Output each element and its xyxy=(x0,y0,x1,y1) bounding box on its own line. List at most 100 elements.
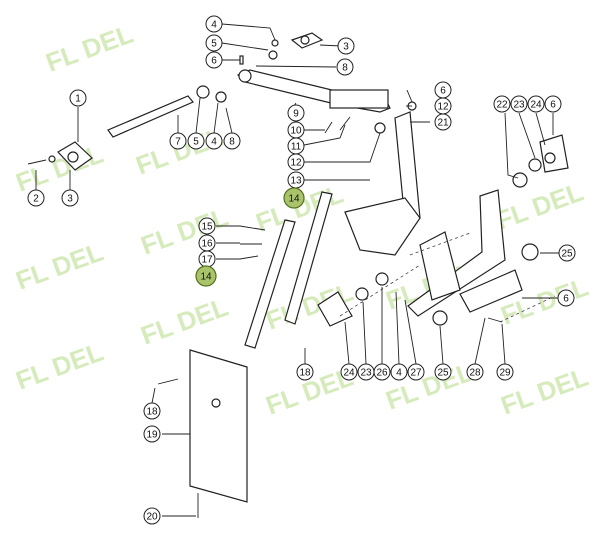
pin-part xyxy=(324,121,333,134)
bushing-part xyxy=(355,287,369,301)
svg-text:8: 8 xyxy=(342,63,348,74)
svg-text:15: 15 xyxy=(201,222,213,233)
nut-part xyxy=(215,91,227,103)
callout: 4 xyxy=(205,15,223,33)
callout: 15 xyxy=(198,217,216,235)
callout-highlighted: 14 xyxy=(195,265,217,287)
svg-text:17: 17 xyxy=(201,255,213,266)
svg-text:6: 6 xyxy=(440,86,446,97)
callout: 9 xyxy=(287,104,305,122)
callout: 3 xyxy=(337,37,355,55)
svg-text:23: 23 xyxy=(360,368,372,379)
svg-text:24: 24 xyxy=(530,100,542,111)
watermark-text: FL DEL xyxy=(12,336,107,395)
svg-text:6: 6 xyxy=(550,100,556,111)
callout: 29 xyxy=(496,363,514,381)
svg-text:11: 11 xyxy=(291,142,302,153)
svg-text:29: 29 xyxy=(499,368,511,379)
assembly-line xyxy=(499,295,556,323)
knife-part xyxy=(284,191,333,325)
svg-text:25: 25 xyxy=(561,249,573,260)
svg-text:4: 4 xyxy=(396,368,402,379)
pin-part xyxy=(339,116,351,131)
callout: 6 xyxy=(434,81,452,99)
callout: 19 xyxy=(143,425,161,443)
callout: 26 xyxy=(373,363,391,381)
callout: 24 xyxy=(340,363,358,381)
svg-text:24: 24 xyxy=(343,368,355,379)
clevis-part xyxy=(329,89,389,109)
tube-part xyxy=(419,231,461,301)
svg-text:20: 20 xyxy=(146,512,158,523)
bracket-plate-part xyxy=(317,291,353,327)
callout: 18 xyxy=(143,402,161,420)
bushing-part xyxy=(521,243,539,261)
callout: 12 xyxy=(287,153,305,171)
svg-text:26: 26 xyxy=(376,368,388,379)
svg-text:14: 14 xyxy=(200,272,212,283)
svg-text:18: 18 xyxy=(146,407,158,418)
mounting-plate-part xyxy=(189,349,248,503)
svg-text:3: 3 xyxy=(343,42,349,53)
svg-text:6: 6 xyxy=(211,56,217,67)
callout: 4 xyxy=(390,363,408,381)
svg-text:16: 16 xyxy=(201,239,213,250)
bolt-part xyxy=(487,317,503,323)
bushing-part xyxy=(374,122,386,134)
callout: 21 xyxy=(434,113,452,131)
watermark-text: FL DEL xyxy=(12,236,107,295)
bearing-hole-part xyxy=(67,151,79,163)
callout: 7 xyxy=(169,132,187,150)
callout: 8 xyxy=(223,132,241,150)
svg-text:23: 23 xyxy=(513,100,525,111)
callout: 23 xyxy=(357,363,375,381)
svg-text:14: 14 xyxy=(288,194,300,205)
callout: 23 xyxy=(510,95,528,113)
svg-text:10: 10 xyxy=(290,126,302,137)
watermark-text: FL DEL xyxy=(42,18,137,77)
callout: 6 xyxy=(544,95,562,113)
washer-part xyxy=(268,50,278,60)
bearing-hole-part xyxy=(544,152,556,164)
watermark-text: FL DEL xyxy=(137,291,232,350)
callouts: 4 5 3 6 8 1 9 10 11 12 6 12 21 7 5 4 8 2… xyxy=(27,15,576,525)
lever-bracket-part xyxy=(344,197,421,256)
watermark-text: FL DEL xyxy=(492,176,587,235)
svg-text:9: 9 xyxy=(293,109,299,120)
assembly-line xyxy=(409,232,471,256)
knife-part xyxy=(244,219,296,349)
svg-text:3: 3 xyxy=(67,194,73,205)
callout-highlighted: 14 xyxy=(283,187,305,209)
watermark-text: FL DEL xyxy=(12,138,107,197)
assembly-line xyxy=(339,264,421,317)
svg-text:25: 25 xyxy=(437,368,449,379)
bolt-part xyxy=(157,378,179,385)
callout: 28 xyxy=(466,363,484,381)
callout: 6 xyxy=(205,51,223,69)
bushing-part xyxy=(300,35,310,45)
svg-text:18: 18 xyxy=(299,368,311,379)
callout: 5 xyxy=(187,132,205,150)
grease-nipple-part xyxy=(239,55,244,65)
callout: 20 xyxy=(143,507,161,525)
bushing-part xyxy=(196,85,210,99)
nut-part xyxy=(271,39,279,47)
callout: 10 xyxy=(287,121,305,139)
leader-lines xyxy=(35,23,559,517)
callout: 11 xyxy=(287,137,305,155)
callout: 1 xyxy=(69,89,87,107)
callout: 25 xyxy=(558,244,576,262)
watermark-text: FL DEL xyxy=(137,201,232,260)
svg-text:28: 28 xyxy=(469,368,481,379)
bolt-part xyxy=(27,159,47,165)
bushing-part xyxy=(375,272,389,286)
svg-text:22: 22 xyxy=(496,100,508,111)
bolt-part xyxy=(239,255,259,260)
callout: 8 xyxy=(336,58,354,76)
callout: 13 xyxy=(287,171,305,189)
bushing-part xyxy=(528,158,542,172)
callout: 22 xyxy=(493,95,511,113)
bolt-part xyxy=(239,225,266,231)
